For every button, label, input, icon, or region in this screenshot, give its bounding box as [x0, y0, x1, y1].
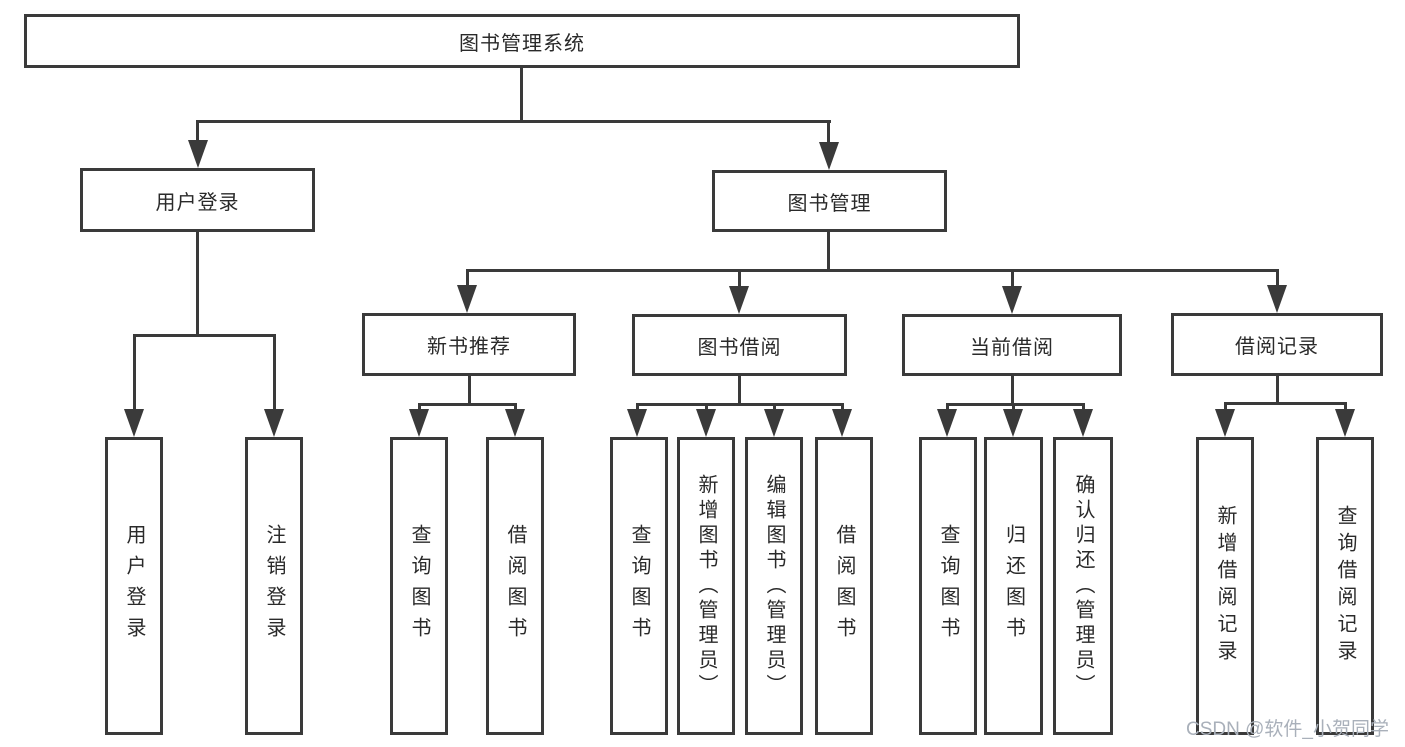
arrowhead-down	[1002, 286, 1022, 314]
arrowhead-down	[1335, 409, 1355, 437]
connector-line	[133, 334, 275, 337]
connector-line	[636, 403, 844, 406]
node-user-login: 用户登录	[80, 168, 315, 232]
arrowhead-down	[1215, 409, 1235, 437]
connector-line	[946, 403, 949, 411]
arrowhead-down	[764, 409, 784, 437]
arrowhead-down	[819, 142, 839, 170]
arrowhead-down	[264, 409, 284, 437]
leaf-user-login: 用户登录	[105, 437, 163, 735]
connector-line	[738, 376, 741, 406]
connector-line	[738, 269, 741, 287]
node-current-borrowing: 当前借阅	[902, 314, 1122, 376]
node-root: 图书管理系统	[24, 14, 1020, 68]
arrowhead-down	[188, 140, 208, 168]
leaf-records-add-record: 新增借阅记录	[1196, 437, 1254, 735]
arrowhead-down	[124, 409, 144, 437]
connector-line	[273, 334, 276, 411]
leaf-current-confirm-return-label: 确认归还（管理员）	[1072, 473, 1094, 699]
leaf-borrow-edit-books: 编辑图书（管理员）	[745, 437, 803, 735]
node-book-management: 图书管理	[712, 170, 947, 232]
connector-line	[1276, 269, 1279, 287]
leaf-logout-label: 注销登录	[263, 524, 285, 648]
connector-line	[1011, 269, 1014, 287]
arrowhead-down	[729, 286, 749, 314]
leaf-rec-borrow-books-label: 借阅图书	[504, 524, 526, 648]
leaf-records-query-record-label: 查询借阅记录	[1334, 505, 1356, 667]
leaf-rec-query-books-label: 查询图书	[408, 524, 430, 648]
connector-line	[827, 232, 830, 272]
connector-line	[773, 403, 776, 411]
node-new-book-recommendation-label: 新书推荐	[427, 336, 511, 358]
arrowhead-down	[409, 409, 429, 437]
arrowhead-down	[627, 409, 647, 437]
connector-line	[841, 403, 844, 411]
connector-line	[636, 403, 639, 411]
connector-line	[514, 403, 517, 411]
node-borrowing-records-label: 借阅记录	[1235, 336, 1319, 358]
leaf-current-query-books: 查询图书	[919, 437, 977, 735]
leaf-rec-borrow-books: 借阅图书	[486, 437, 544, 735]
arrowhead-down	[832, 409, 852, 437]
connector-line	[827, 120, 830, 144]
node-current-borrowing-label: 当前借阅	[970, 336, 1054, 359]
leaf-borrow-add-books-label: 新增图书（管理员）	[695, 473, 717, 699]
leaf-current-confirm-return: 确认归还（管理员）	[1053, 437, 1113, 735]
connector-line	[418, 403, 421, 411]
connector-line	[466, 269, 1279, 272]
connector-line	[133, 334, 136, 411]
leaf-borrow-borrow-books-label: 借阅图书	[833, 524, 855, 648]
leaf-current-return-books: 归还图书	[984, 437, 1043, 735]
node-root-label: 图书管理系统	[459, 32, 585, 55]
connector-line	[468, 376, 471, 406]
leaf-rec-query-books: 查询图书	[390, 437, 448, 735]
arrowhead-down	[505, 409, 525, 437]
node-user-login-label: 用户登录	[155, 191, 240, 214]
node-borrowing-records: 借阅记录	[1171, 313, 1383, 376]
connector-line	[1011, 376, 1014, 406]
leaf-borrow-query-books: 查询图书	[610, 437, 668, 735]
node-book-borrowing-label: 图书借阅	[697, 336, 782, 359]
leaf-records-add-record-label: 新增借阅记录	[1214, 505, 1236, 667]
connector-line	[520, 68, 523, 122]
leaf-borrow-add-books: 新增图书（管理员）	[677, 437, 735, 735]
leaf-logout: 注销登录	[245, 437, 303, 735]
connector-line	[1012, 403, 1015, 411]
leaf-borrow-borrow-books: 借阅图书	[815, 437, 873, 735]
leaf-borrow-query-books-label: 查询图书	[628, 524, 650, 648]
connector-line	[1082, 403, 1085, 411]
connector-line	[197, 120, 831, 123]
leaf-current-return-books-label: 归还图书	[1002, 524, 1025, 648]
connector-line	[705, 403, 708, 411]
arrowhead-down	[696, 409, 716, 437]
arrowhead-down	[1267, 285, 1287, 313]
connector-line	[196, 232, 199, 337]
csdn-watermark: CSDN @软件_小贺同学	[1186, 719, 1389, 740]
leaf-borrow-edit-books-label: 编辑图书（管理员）	[763, 473, 785, 699]
leaf-current-query-books-label: 查询图书	[937, 524, 959, 648]
connector-line	[466, 269, 469, 287]
arrowhead-down	[457, 285, 477, 313]
leaf-records-query-record: 查询借阅记录	[1316, 437, 1374, 735]
arrowhead-down	[1003, 409, 1023, 437]
leaf-user-login-label: 用户登录	[123, 524, 145, 648]
connector-line	[196, 120, 199, 142]
arrowhead-down	[937, 409, 957, 437]
node-book-management-label: 图书管理	[787, 192, 872, 215]
arrowhead-down	[1073, 409, 1093, 437]
connector-line	[946, 403, 1085, 406]
node-new-book-recommendation: 新书推荐	[362, 313, 576, 376]
connector-line	[418, 403, 517, 406]
node-book-borrowing: 图书借阅	[632, 314, 847, 376]
connector-line	[1276, 376, 1279, 405]
connector-line	[1224, 402, 1227, 411]
connector-line	[1344, 402, 1347, 411]
connector-line	[1224, 402, 1346, 405]
